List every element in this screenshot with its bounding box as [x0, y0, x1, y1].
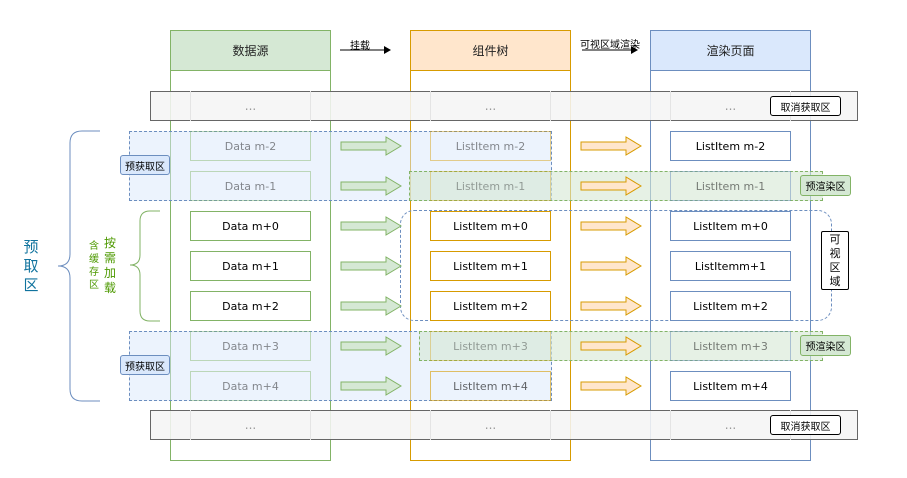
list-item-cell: ListItem m+4: [430, 371, 551, 401]
data-cell: Data m-1: [190, 171, 311, 201]
data-cell: Data m+1: [190, 251, 311, 281]
ellipsis: ...: [244, 418, 257, 432]
list-item-cell: ListItem m+0: [430, 211, 551, 241]
rendered-item-cell: ListItem m+0: [670, 211, 791, 241]
lazy-load-label: 按 需 加 载: [103, 236, 116, 295]
prerender-zone-bottom: [419, 331, 823, 361]
visible-area-label: 可 视 区 域: [821, 231, 849, 290]
data-cell: Data m+4: [190, 371, 311, 401]
cancel-zone-top: [150, 91, 858, 121]
list-item-cell: ListItem m-1: [430, 171, 551, 201]
green-arrow-icon: [340, 296, 402, 316]
prefetch-region-label: 预 取 区: [23, 237, 39, 294]
orange-arrow-icon: [580, 136, 642, 156]
rendered-item-cell: ListItem m-2: [670, 131, 791, 161]
rendered-item-cell: ListItem m-1: [670, 171, 791, 201]
ellipsis: ...: [484, 99, 497, 113]
list-item-cell: ListItem m-2: [430, 131, 551, 161]
cancel-cell: [430, 410, 551, 440]
green-arrow-icon: [340, 216, 402, 236]
prefetch-zone-label: 预获取区: [120, 155, 170, 175]
rendered-item-cell: ListItem m+3: [670, 331, 791, 361]
rendered-item-cell: ListItem m+4: [670, 371, 791, 401]
data-cell: Data m+3: [190, 331, 311, 361]
rendered-item-cell: ListItem m+2: [670, 291, 791, 321]
list-item-cell: ListItem m+3: [430, 331, 551, 361]
ellipsis: ...: [724, 99, 737, 113]
component-tree-header: 组件树: [410, 30, 571, 71]
cancel-cell: [190, 410, 311, 440]
cache-zone-label: 含 缓 存 区: [89, 241, 99, 291]
prerender-zone-label: 预渲染区: [800, 175, 851, 196]
visible-render-edge-label: 可视区域渲染: [580, 40, 640, 51]
data-cell: Data m-2: [190, 131, 311, 161]
ellipsis: ...: [244, 99, 257, 113]
green-arrow-icon: [340, 256, 402, 276]
lazy-load-brace-icon: [129, 210, 160, 322]
render-page-header: 渲染页面: [650, 30, 811, 71]
cancel-fetch-label: 取消获取区: [770, 415, 841, 435]
ellipsis: ...: [484, 418, 497, 432]
cancel-zone-bottom: [150, 410, 858, 440]
mount-edge-label: 挂载: [350, 41, 370, 52]
cancel-cell: [190, 91, 311, 121]
list-item-cell: ListItem m+1: [430, 251, 551, 281]
data-cell: Data m+2: [190, 291, 311, 321]
cancel-cell: [430, 91, 551, 121]
data-cell: Data m+0: [190, 211, 311, 241]
list-item-cell: ListItem m+2: [430, 291, 551, 321]
prerender-zone-label: 预渲染区: [800, 335, 851, 356]
prefetch-zone-label: 预获取区: [120, 355, 170, 375]
data-source-header: 数据源: [170, 30, 331, 71]
rendered-item-cell: ListItemm+1: [670, 251, 791, 281]
cancel-fetch-label: 取消获取区: [770, 96, 841, 116]
orange-arrow-icon: [580, 376, 642, 396]
ellipsis: ...: [724, 418, 737, 432]
